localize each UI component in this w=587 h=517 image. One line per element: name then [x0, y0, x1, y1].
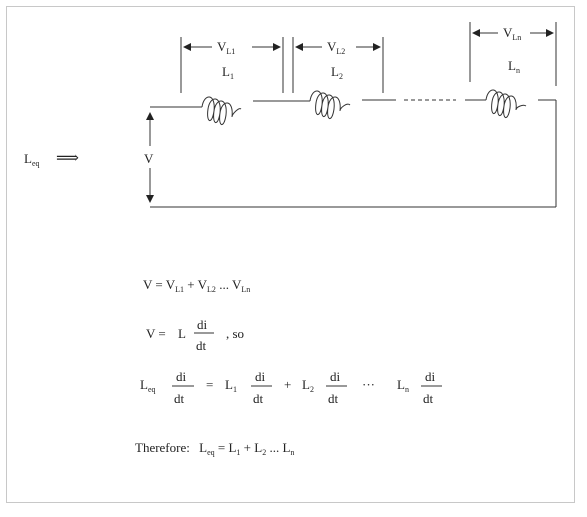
- voltage-label-vl2: VL2: [327, 39, 345, 56]
- svg-text:L2: L2: [302, 377, 314, 394]
- svg-text:di: di: [255, 369, 266, 384]
- svg-text:di: di: [197, 317, 208, 332]
- equation-inductor-law: V = L di dt , so: [146, 317, 244, 353]
- svg-text:di: di: [425, 369, 436, 384]
- svg-text:, so: , so: [226, 326, 244, 341]
- svg-text:di: di: [330, 369, 341, 384]
- svg-text:dt: dt: [328, 391, 339, 406]
- leq-label: Leq: [24, 151, 40, 168]
- svg-text:+: +: [284, 377, 291, 392]
- voltage-label-vln: VLn: [503, 25, 521, 42]
- svg-text:V =: V =: [146, 326, 166, 341]
- inductor-coil-2: [309, 90, 351, 119]
- svg-text:dt: dt: [174, 391, 185, 406]
- figure-frame: [6, 6, 575, 503]
- equation-sum-form: Leq di dt = L1 di dt + L2 di dt ··· Ln d…: [140, 369, 442, 406]
- svg-text:Ln: Ln: [397, 377, 409, 394]
- svg-text:=: =: [206, 377, 213, 392]
- voltage-label-vl1: VL1: [217, 39, 235, 56]
- svg-text:dt: dt: [196, 338, 207, 353]
- implies-arrow: ⟹: [56, 150, 79, 167]
- svg-text:di: di: [176, 369, 187, 384]
- inductor-coil-n: [485, 89, 527, 118]
- svg-text:L1: L1: [225, 377, 237, 394]
- circuit: [146, 22, 557, 208]
- inductor-coil-1: [201, 96, 242, 125]
- svg-text:Leq: Leq: [140, 377, 156, 394]
- equation-kvl: V = VL1 + VL2 ... VLn: [143, 277, 250, 295]
- source-voltage-label: V: [144, 151, 154, 166]
- equation-result: Therefore: Leq = L1 + L2 ... Ln: [135, 440, 294, 458]
- inductor-label-l1: L1: [222, 64, 234, 81]
- svg-text:dt: dt: [423, 391, 434, 406]
- inductor-label-ln: Ln: [508, 58, 520, 75]
- inductor-label-l2: LL2: [331, 64, 343, 81]
- svg-text:···: ···: [362, 377, 375, 392]
- svg-text:L: L: [178, 326, 186, 341]
- svg-text:dt: dt: [253, 391, 264, 406]
